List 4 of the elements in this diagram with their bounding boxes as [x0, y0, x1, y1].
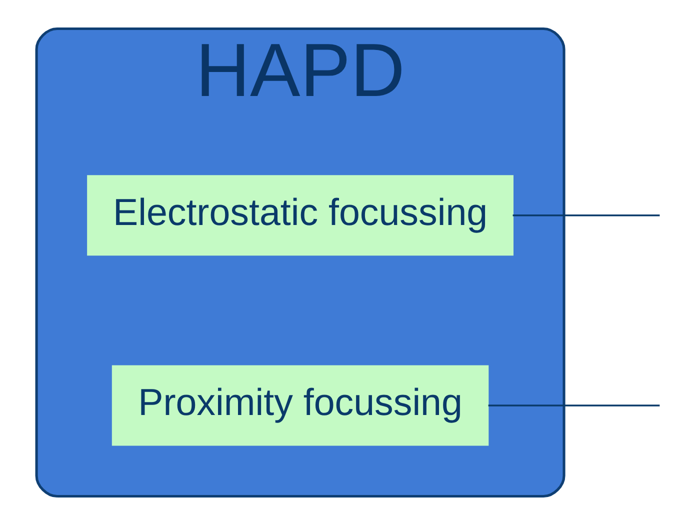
connector: [512, 214, 660, 216]
connector: [488, 404, 660, 406]
node-box: Proximity focussing: [112, 365, 489, 446]
node-box: Electrostatic focussing: [87, 175, 514, 256]
